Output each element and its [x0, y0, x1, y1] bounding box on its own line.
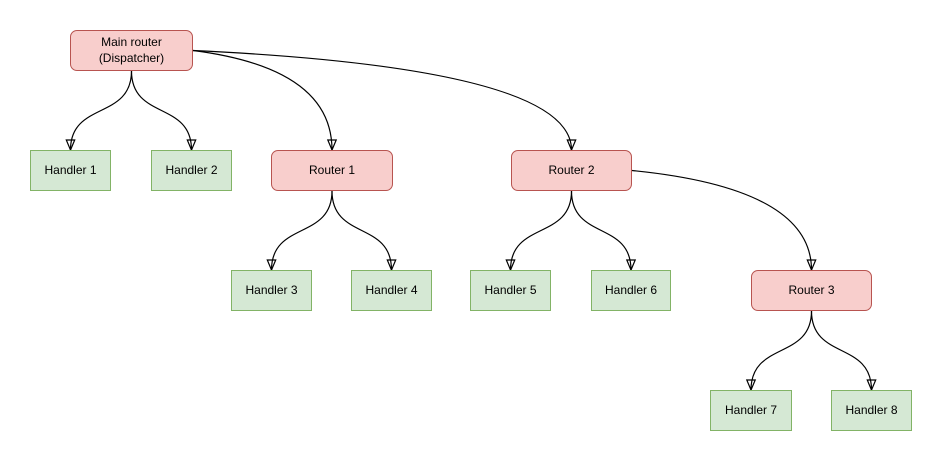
node-handler-1: Handler 1 [30, 150, 111, 191]
node-label: Handler 3 [245, 282, 298, 297]
node-label: Router 2 [548, 162, 595, 177]
edge-main-router-to-handler-2 [130, 70, 192, 150]
edge-router-1-to-handler-4 [331, 190, 392, 270]
node-router-3: Router 3 [751, 270, 872, 311]
node-label: Handler 5 [484, 282, 537, 297]
node-handler-8: Handler 8 [831, 390, 912, 431]
node-label: Main router (Dispatcher) [98, 34, 165, 65]
node-label: Handler 7 [724, 402, 778, 417]
edge-main-router-to-handler-1 [71, 70, 133, 150]
edge-main-router-to-router-1 [192, 49, 332, 151]
node-router-2: Router 2 [511, 150, 632, 191]
node-label: Handler 8 [845, 402, 898, 417]
node-handler-5: Handler 5 [470, 270, 551, 311]
node-label: Router 3 [788, 282, 835, 297]
edge-router-3-to-handler-7 [751, 310, 813, 390]
node-handler-7: Handler 7 [710, 390, 792, 431]
edge-router-2-to-handler-5 [511, 190, 573, 270]
edge-router-2-to-handler-6 [570, 190, 632, 270]
edge-main-router-to-router-2 [192, 49, 572, 151]
node-handler-4: Handler 4 [351, 270, 432, 311]
node-label: Handler 2 [165, 162, 218, 177]
edge-router-2-to-router-3 [631, 169, 812, 271]
node-main-router: Main router (Dispatcher) [70, 30, 193, 71]
node-handler-6: Handler 6 [591, 270, 671, 311]
node-label: Router 1 [308, 162, 356, 177]
node-label: Handler 6 [604, 282, 658, 297]
node-label: Handler 1 [44, 162, 97, 177]
node-router-1: Router 1 [271, 150, 393, 191]
node-handler-3: Handler 3 [231, 270, 312, 311]
node-label: Handler 4 [365, 282, 418, 297]
edge-router-3-to-handler-8 [810, 310, 872, 390]
node-handler-2: Handler 2 [151, 150, 232, 191]
edge-router-1-to-handler-3 [272, 190, 333, 270]
edge-group [71, 49, 872, 391]
